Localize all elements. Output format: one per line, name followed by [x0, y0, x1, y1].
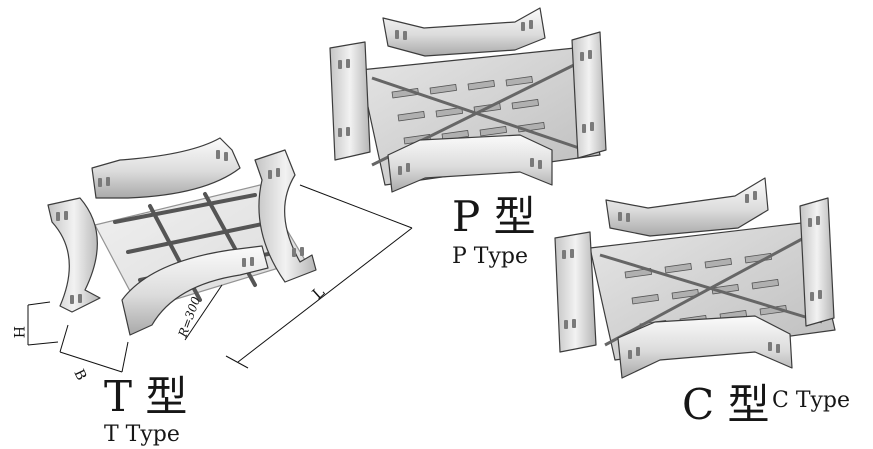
t-type-fitting: [47, 137, 317, 336]
dimension-lines: [27, 184, 413, 373]
p-type-front-wall: [387, 134, 553, 193]
t-type-wall-holes: [56, 150, 304, 304]
t-type-left-curved-wall: [47, 197, 101, 313]
p-type-left-wall: [329, 41, 371, 161]
t-type-front-curved-wall: [121, 245, 269, 336]
p-type-caption-sub: P Type: [452, 244, 529, 269]
c-type-wall-holes: [562, 191, 822, 359]
p-type-caption-main: P 型: [452, 192, 536, 241]
dimension-h: H: [10, 326, 26, 338]
c-type-caption-sub: C Type: [772, 388, 851, 413]
p-type-back-wall: [382, 7, 546, 57]
p-type-fitting: [329, 7, 607, 193]
c-type-left-wall: [554, 231, 597, 353]
t-type-top-curved-wall: [91, 137, 241, 199]
p-type-right-wall: [571, 31, 607, 159]
dimension-r: R=300: [175, 294, 203, 340]
c-type-right-wall: [799, 197, 835, 327]
t-type-right-curved-wall: [254, 149, 317, 283]
dimension-b: B: [70, 367, 89, 383]
c-type-caption-main: C 型: [682, 380, 770, 429]
dimension-l: L: [309, 283, 328, 303]
c-type-back-wall: [605, 177, 769, 237]
c-type-front-wall: [617, 315, 793, 379]
t-type-caption-sub: T Type: [104, 422, 180, 447]
t-type-caption-main: T 型: [104, 372, 188, 421]
c-type-fitting: [554, 177, 836, 379]
p-type-wall-holes: [338, 20, 594, 175]
